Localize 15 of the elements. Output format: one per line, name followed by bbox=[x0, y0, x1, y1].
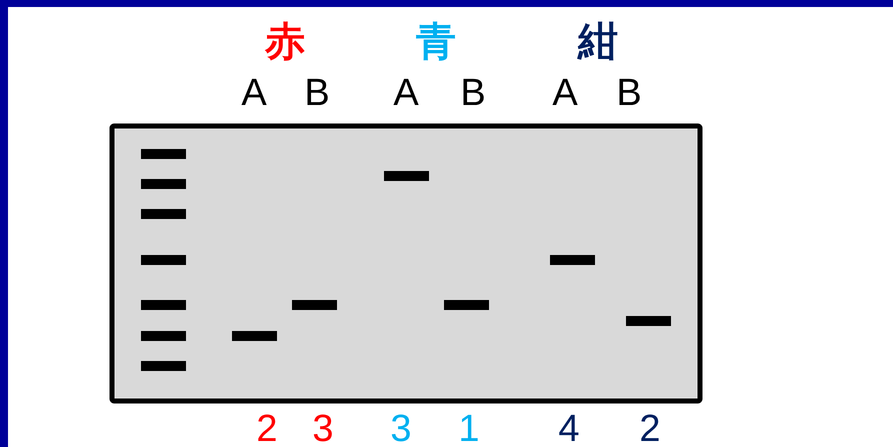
lane-number: 1 bbox=[458, 410, 480, 447]
lane-label: A bbox=[241, 74, 267, 112]
lane-number: 4 bbox=[558, 410, 580, 447]
lane-group-label: 紺 bbox=[578, 22, 618, 62]
lane-number: 3 bbox=[312, 410, 334, 447]
lane-number: 3 bbox=[390, 410, 412, 447]
lane-label: A bbox=[393, 74, 419, 112]
lane-label: B bbox=[304, 74, 330, 112]
lane-group-label: 赤 bbox=[265, 22, 305, 62]
lane-group-label: 青 bbox=[416, 22, 456, 62]
lane-number: 2 bbox=[639, 410, 661, 447]
lane-label: A bbox=[552, 74, 578, 112]
lane-label: B bbox=[616, 74, 642, 112]
lane-number: 2 bbox=[256, 410, 278, 447]
lane-label: B bbox=[460, 74, 486, 112]
